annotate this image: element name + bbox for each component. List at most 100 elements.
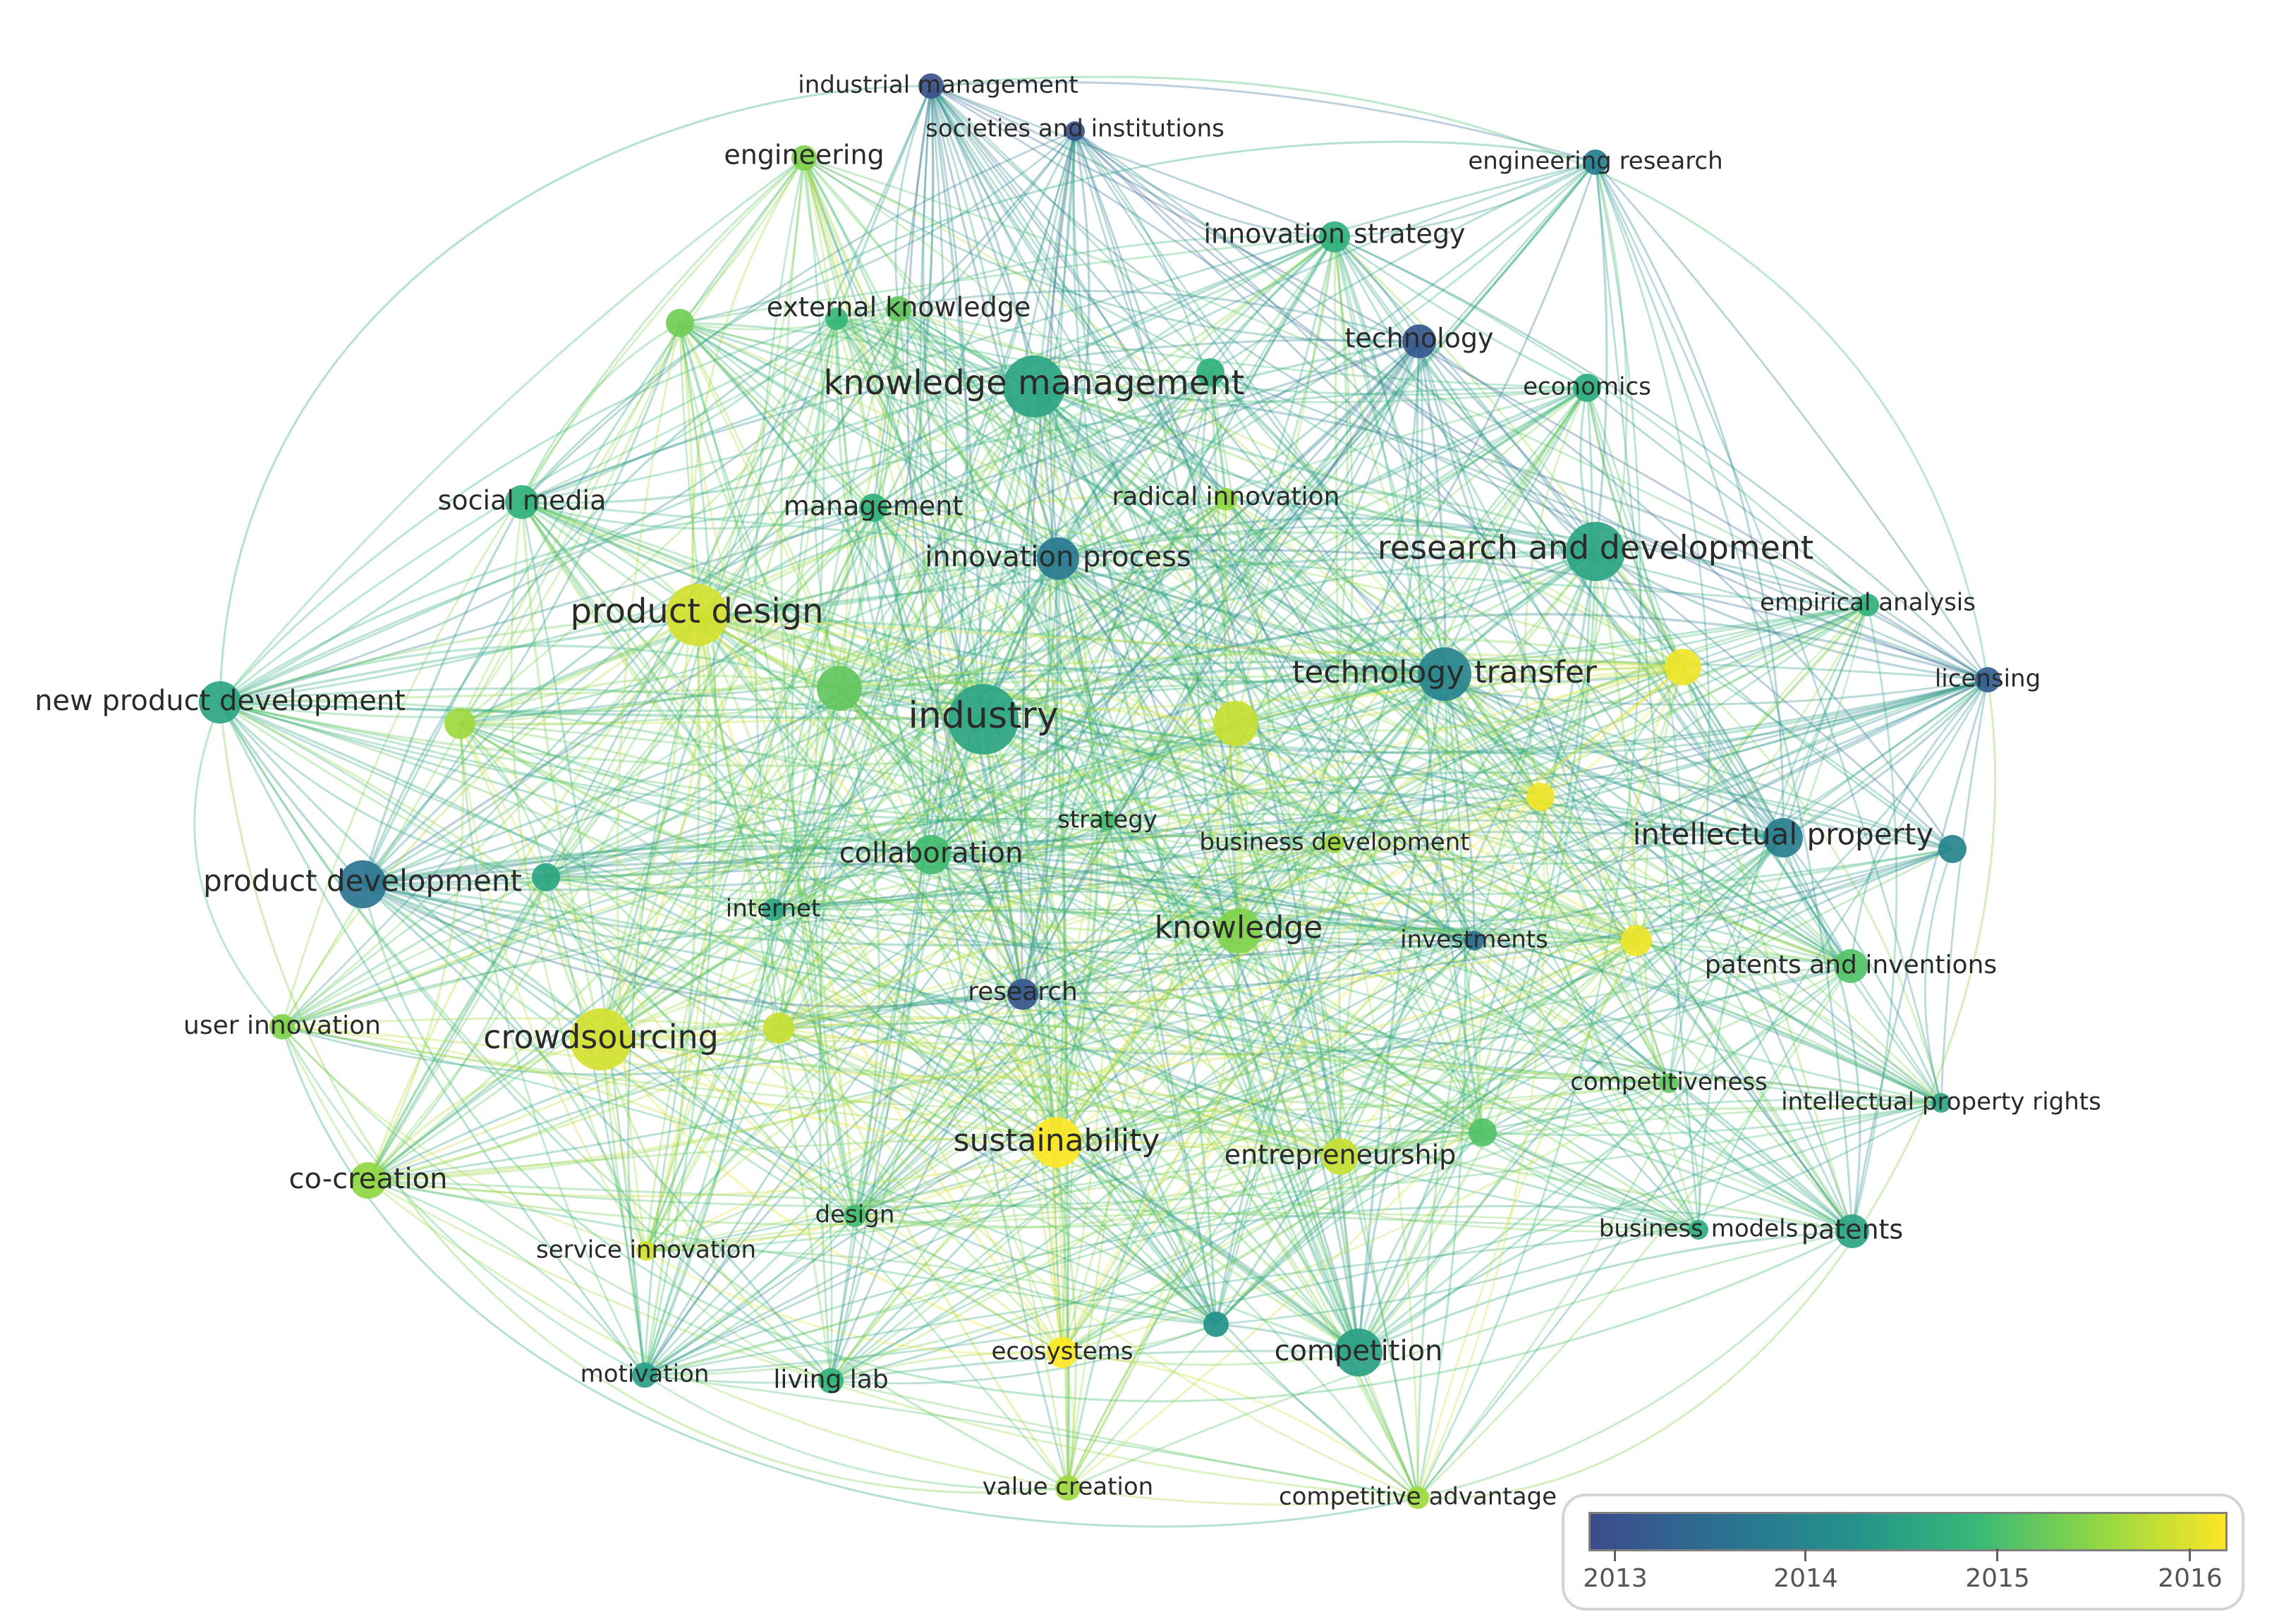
- cooccurrence-link: [982, 386, 1588, 721]
- node-service-innovation[interactable]: [636, 1241, 656, 1261]
- cooccurrence-link: [219, 701, 1335, 845]
- cooccurrence-link: [854, 341, 1421, 1217]
- node-empirical-analysis[interactable]: [1856, 594, 1879, 616]
- node-user-innovation[interactable]: [269, 1014, 295, 1039]
- node-strategy[interactable]: [1098, 811, 1117, 831]
- cooccurrence-link: [1444, 673, 1852, 967]
- node-design[interactable]: [844, 1204, 866, 1227]
- cooccurrence-link: [696, 236, 1336, 616]
- node-collaboration[interactable]: [911, 835, 951, 874]
- node-technology-transfer[interactable]: [1418, 647, 1471, 701]
- node-intellectual-property[interactable]: [1763, 818, 1803, 857]
- node-product-development[interactable]: [339, 860, 387, 908]
- node-ecosystems[interactable]: [1047, 1337, 1078, 1368]
- cooccurrence-link: [930, 853, 1475, 942]
- node-u7[interactable]: [1213, 701, 1258, 746]
- node-u12[interactable]: [1469, 1118, 1497, 1147]
- node-internet[interactable]: [762, 898, 784, 921]
- node-new-product-development[interactable]: [199, 681, 241, 724]
- cooccurrence-link: [679, 307, 899, 331]
- node-living-lab[interactable]: [818, 1368, 844, 1393]
- cooccurrence-link: [1215, 965, 1852, 1325]
- node-societies-and-institutions[interactable]: [1065, 121, 1085, 141]
- node-motivation[interactable]: [632, 1362, 657, 1388]
- cooccurrence-link: [1067, 940, 1638, 1489]
- node-engineering[interactable]: [791, 145, 817, 171]
- node-knowledge-management[interactable]: [1003, 355, 1065, 417]
- label-investments: investments: [1400, 926, 1548, 954]
- node-social-media[interactable]: [505, 485, 539, 519]
- node-industry[interactable]: [948, 684, 1019, 755]
- node-u13[interactable]: [1203, 1312, 1229, 1337]
- node-u9[interactable]: [1526, 783, 1555, 811]
- node-patents[interactable]: [1835, 1214, 1869, 1248]
- node-co-creation[interactable]: [350, 1162, 387, 1199]
- cooccurrence-link: [1052, 1142, 1064, 1353]
- cooccurrence-link: [362, 883, 602, 1041]
- cooccurrence-link: [836, 235, 1335, 320]
- node-technology[interactable]: [1402, 324, 1436, 358]
- cooccurrence-link: [930, 85, 1227, 500]
- node-u6[interactable]: [532, 863, 560, 891]
- node-innovation-process[interactable]: [1037, 537, 1079, 580]
- cooccurrence-link: [1782, 678, 1989, 839]
- cooccurrence-link: [219, 317, 837, 704]
- node-engineering-research[interactable]: [1583, 149, 1608, 175]
- cooccurrence-link: [362, 883, 1063, 1354]
- node-u10[interactable]: [763, 1013, 794, 1044]
- node-licensing[interactable]: [1975, 667, 2000, 692]
- node-u5[interactable]: [817, 666, 862, 711]
- node-competition[interactable]: [1335, 1329, 1382, 1376]
- node-product-design[interactable]: [666, 584, 728, 646]
- node-business-development[interactable]: [1325, 834, 1344, 853]
- cooccurrence-link: [1851, 679, 1989, 1232]
- node-u1[interactable]: [666, 309, 694, 337]
- node-industrial-management[interactable]: [918, 73, 944, 99]
- cooccurrence-link: [1074, 130, 1240, 932]
- cooccurrence-link: [1210, 371, 1988, 681]
- node-research[interactable]: [1007, 979, 1038, 1010]
- cooccurrence-link: [830, 1379, 1418, 1499]
- node-u4[interactable]: [444, 708, 475, 739]
- cooccurrence-link: [836, 317, 1670, 1084]
- node-u8[interactable]: [1665, 649, 1701, 685]
- cooccurrence-link: [600, 939, 1637, 1079]
- cooccurrence-link: [219, 701, 547, 879]
- node-u11[interactable]: [1621, 925, 1652, 956]
- node-innovation-strategy[interactable]: [1319, 221, 1350, 252]
- node-crowdsourcing[interactable]: [570, 1008, 632, 1070]
- label-entrepreneurship: entrepreneurship: [1224, 1140, 1457, 1171]
- cooccurrence-link: [644, 1082, 1670, 1376]
- cooccurrence-link: [219, 157, 805, 703]
- node-management[interactable]: [859, 494, 887, 522]
- cooccurrence-link: [1057, 557, 1852, 967]
- cooccurrence-link: [521, 322, 681, 503]
- node-radical-innovation[interactable]: [1215, 488, 1237, 511]
- node-knowledge[interactable]: [1216, 908, 1261, 953]
- node-u14[interactable]: [1938, 835, 1967, 863]
- node-u3[interactable]: [1196, 358, 1224, 386]
- cooccurrence-link: [1057, 557, 1541, 798]
- node-external-knowledge[interactable]: [886, 296, 911, 322]
- cooccurrence-link: [679, 322, 856, 1216]
- node-investments[interactable]: [1464, 931, 1484, 951]
- cooccurrence-link: [1416, 604, 1869, 1498]
- cooccurrence-link: [645, 551, 1597, 1252]
- node-sustainability[interactable]: [1031, 1117, 1082, 1168]
- node-value-creation[interactable]: [1055, 1475, 1081, 1501]
- node-business-models[interactable]: [1689, 1220, 1708, 1240]
- cooccurrence-link: [839, 651, 1684, 690]
- node-patents-and-inventions[interactable]: [1834, 949, 1868, 983]
- cooccurrence-link: [219, 701, 1360, 1354]
- node-economics[interactable]: [1573, 374, 1601, 402]
- node-entrepreneurship[interactable]: [1322, 1138, 1359, 1175]
- node-research-and-development[interactable]: [1566, 522, 1625, 581]
- node-competitive-advantage[interactable]: [1406, 1486, 1429, 1509]
- cooccurrence-link: [281, 322, 681, 1027]
- cooccurrence-link: [545, 876, 774, 911]
- node-intellectual-property-rights[interactable]: [1931, 1093, 1951, 1113]
- node-u2[interactable]: [825, 307, 848, 330]
- cooccurrence-link: [838, 687, 1024, 995]
- cooccurrence-link: [854, 939, 1637, 1217]
- node-competitiveness[interactable]: [1659, 1073, 1679, 1093]
